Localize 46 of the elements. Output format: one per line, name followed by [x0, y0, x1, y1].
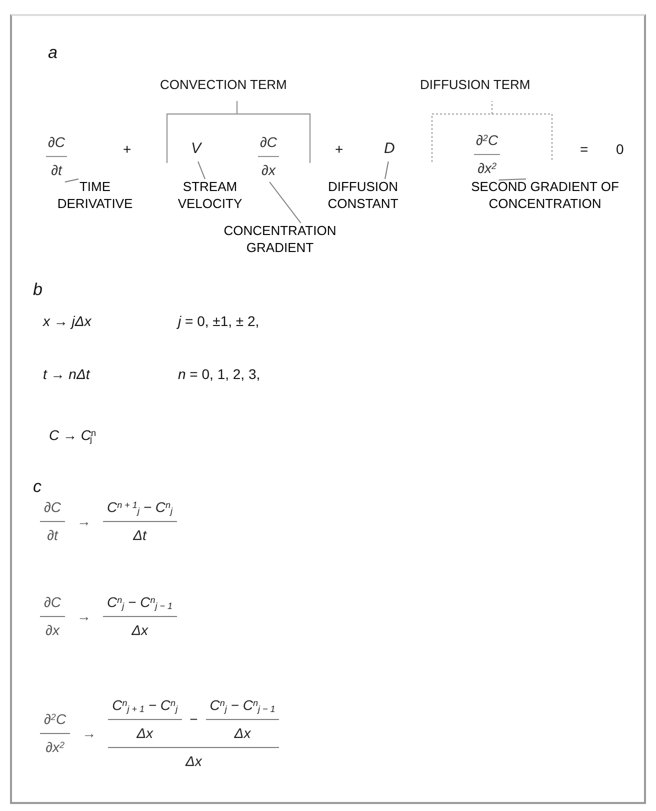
denominator: Δt [132, 526, 148, 545]
denominator: ∂x [44, 621, 61, 640]
denominator: Δx [233, 724, 252, 743]
numerator: ∂$^{2}$C [475, 131, 500, 150]
leader-line [269, 182, 302, 224]
denominator: ∂t [50, 161, 64, 180]
panel-letter: b [33, 279, 42, 301]
denominator: Δx [135, 724, 154, 743]
numerator: ∂C [43, 498, 62, 517]
arrow-symbol: → [77, 607, 92, 626]
term-label: STREAM VELOCITY [160, 178, 260, 212]
denominator: ∂x$^{2}$ [476, 159, 498, 178]
denominator: ∂x [260, 161, 277, 180]
numerator: ∂C [259, 133, 278, 152]
math-expression: + [335, 140, 344, 159]
term-label: TIME DERIVATIVE [40, 178, 150, 212]
numerator: ∂C [43, 593, 62, 612]
denominator: ∂x$^{2}$ [44, 738, 66, 757]
term-label: DIFFUSION CONSTANT [308, 178, 418, 212]
bracket-label: DIFFUSION TERM [420, 76, 530, 94]
arrow-symbol: → [77, 512, 92, 531]
math-expression: j = 0, ±1, ± 2, [178, 312, 260, 331]
bracket-label: CONVECTION TERM [160, 76, 287, 94]
math-expression: + [123, 140, 132, 159]
minus-sign: − [190, 710, 198, 729]
math-expression: t → nΔt [43, 365, 90, 384]
leader-line [498, 178, 526, 180]
term-label: SECOND GRADIENT OF CONCENTRATION [450, 178, 640, 212]
panel-letter: a [48, 42, 58, 64]
math-symbol: D [384, 138, 395, 160]
numerator: ∂$^{2}$C [43, 710, 68, 729]
math-expression: 0 [616, 140, 624, 159]
math-expression: = [580, 140, 588, 159]
math-symbol: V [191, 138, 202, 160]
leader-line [384, 161, 389, 180]
numerator: ∂C [47, 133, 66, 152]
leader-line [198, 161, 206, 180]
denominator: Δx [185, 752, 202, 771]
math-expression: n = 0, 1, 2, 3, [178, 365, 260, 384]
denominator: ∂t [46, 526, 60, 545]
panel-letter: c [33, 476, 42, 498]
math-expression: x → jΔx [43, 312, 92, 331]
leader-line [64, 178, 79, 182]
arrow-symbol: → [82, 724, 96, 743]
denominator: Δx [130, 621, 150, 640]
term-label: CONCENTRATION GRADIENT [200, 222, 360, 256]
